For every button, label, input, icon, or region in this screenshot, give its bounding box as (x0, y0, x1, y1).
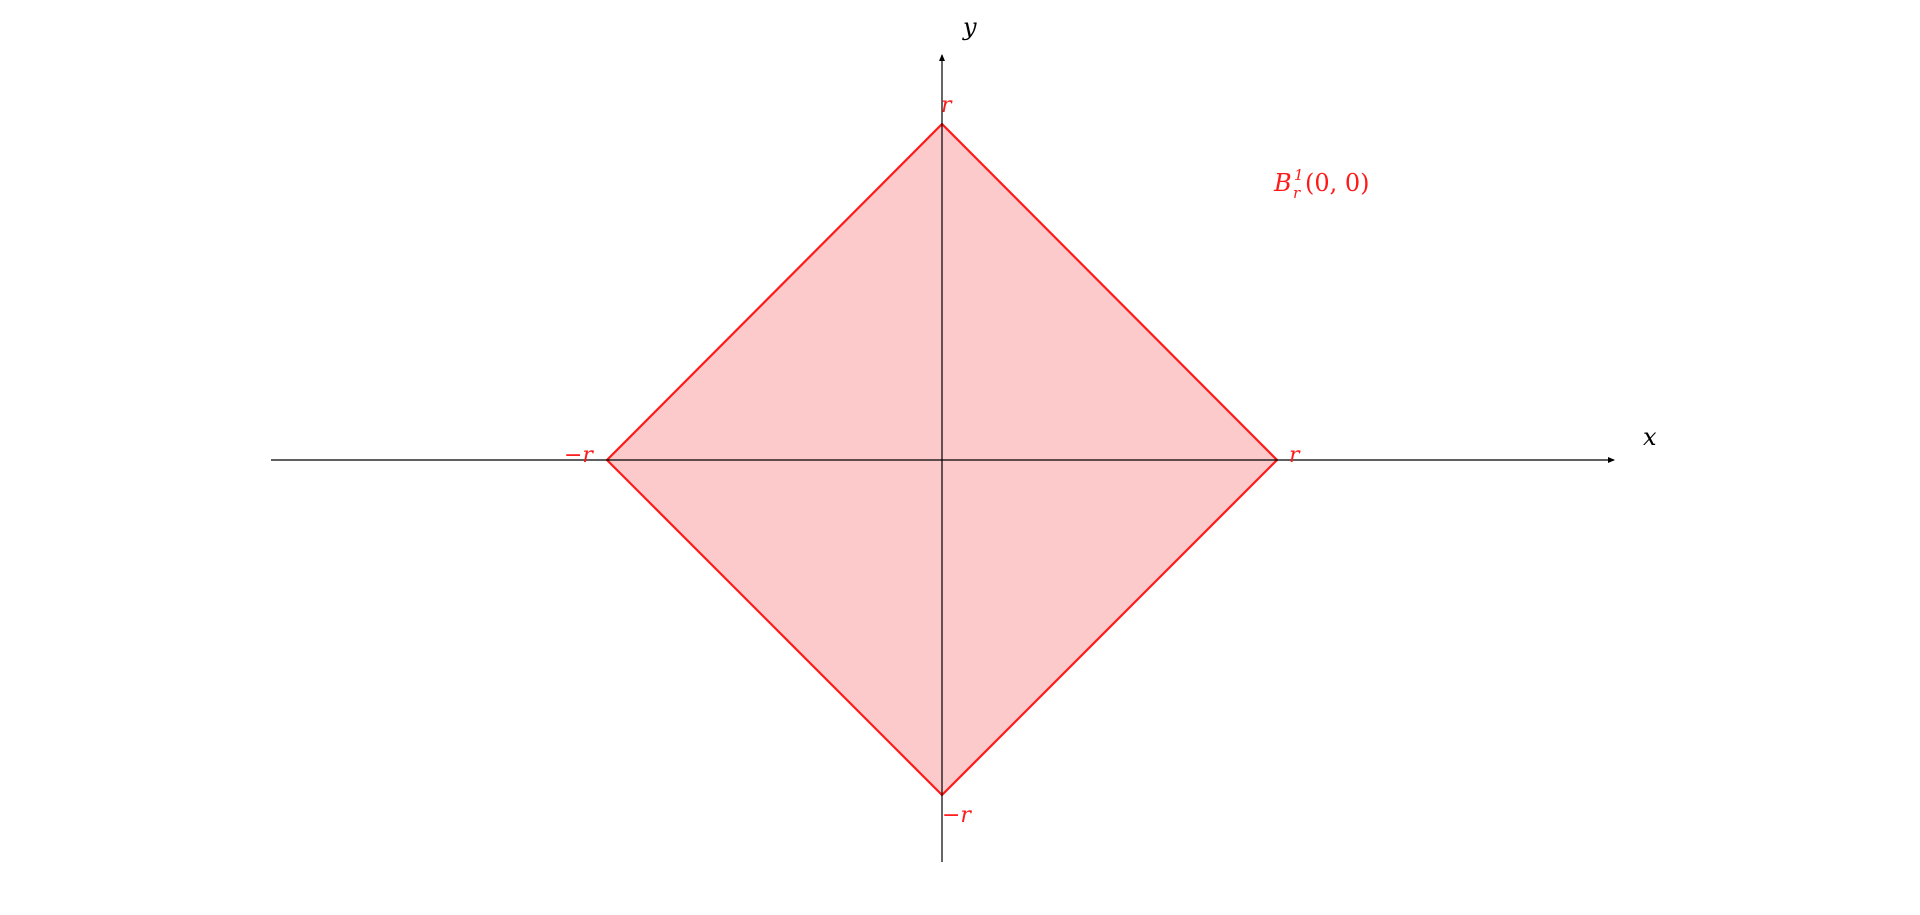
y-axis-label: y (962, 13, 977, 41)
l1-ball-label-subscript: r (1293, 184, 1301, 202)
l1-ball-label-main: B (1273, 169, 1292, 197)
l1-ball-label-superscript: 1 (1294, 166, 1304, 184)
x-negative-tick-label: −r (564, 443, 594, 468)
l1-ball-label: B r 1 (0, 0) (1273, 166, 1370, 202)
x-positive-tick-label: r (1289, 443, 1301, 468)
l1-ball-label-args: (0, 0) (1305, 169, 1370, 197)
y-negative-tick-label: −r (942, 803, 972, 828)
x-axis-label: x (1643, 423, 1657, 451)
y-positive-tick-label: r (941, 93, 953, 118)
